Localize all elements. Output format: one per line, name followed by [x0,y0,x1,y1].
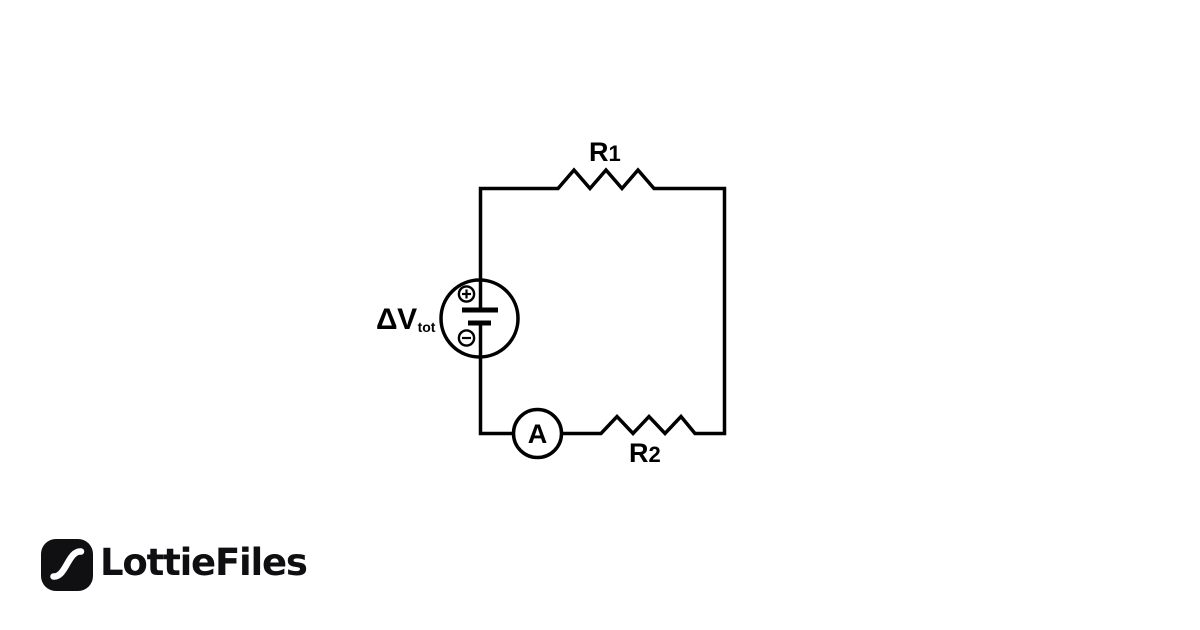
resistor-r2-name: R [629,438,649,468]
ammeter-symbol: A [511,407,564,460]
lottiefiles-logo: LottieFiles [41,539,308,591]
ammeter-label: A [528,419,548,449]
circuit-wire-loop [478,167,727,437]
plus-circle-icon [457,285,476,303]
voltage-source-subscript: tot [417,319,436,335]
battery-symbol [439,278,520,359]
resistor-r1-index: 1 [608,141,621,166]
ammeter-circle [511,407,564,460]
resistor-r2-index: 2 [648,442,661,467]
lottiefiles-wave-icon [41,539,93,591]
minus-circle-icon [457,329,476,347]
voltage-source-symbol: ΔV [376,303,417,336]
lottiefiles-wordmark: LottieFiles [100,541,308,584]
resistor-r1-name: R [589,137,609,167]
